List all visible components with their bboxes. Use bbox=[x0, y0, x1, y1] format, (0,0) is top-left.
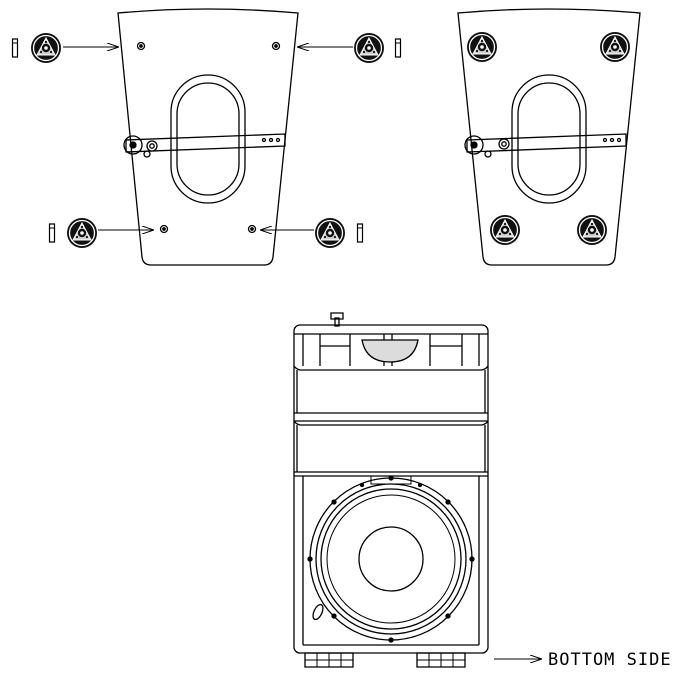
mounting-hole bbox=[138, 43, 145, 50]
rubber-foot-icon bbox=[314, 217, 346, 249]
screw-icon bbox=[48, 223, 56, 243]
handle-bar bbox=[362, 340, 418, 362]
cabinet-body bbox=[294, 325, 488, 653]
speaker-rear-view-after bbox=[458, 9, 640, 265]
cabinet-outline bbox=[458, 9, 640, 265]
woofer-dustcap bbox=[359, 527, 423, 591]
rubber-foot-icon bbox=[353, 32, 385, 64]
screw-icon bbox=[356, 223, 364, 243]
rubber-foot-icon bbox=[576, 214, 608, 246]
rubber-foot-icon bbox=[599, 31, 631, 63]
cabinet-outline bbox=[118, 9, 298, 265]
woofer-surround bbox=[321, 489, 461, 629]
mounting-strap bbox=[126, 134, 285, 152]
handle-recess bbox=[512, 75, 586, 203]
mounting-hole bbox=[273, 43, 280, 50]
speaker-rear-view-before bbox=[63, 9, 353, 265]
screw-icon bbox=[11, 38, 19, 58]
rubber-foot-icon bbox=[489, 214, 521, 246]
rubber-foot-icon bbox=[466, 31, 498, 63]
mounting-strap bbox=[467, 134, 626, 152]
bottom-side-label: BOTTOM SIDE bbox=[548, 650, 672, 670]
speaker-bottom-view bbox=[294, 313, 541, 667]
screw-icon bbox=[394, 38, 402, 58]
rubber-foot-icon bbox=[30, 32, 62, 64]
rubber-foot-icon bbox=[66, 217, 98, 249]
handle-recess bbox=[171, 75, 245, 203]
